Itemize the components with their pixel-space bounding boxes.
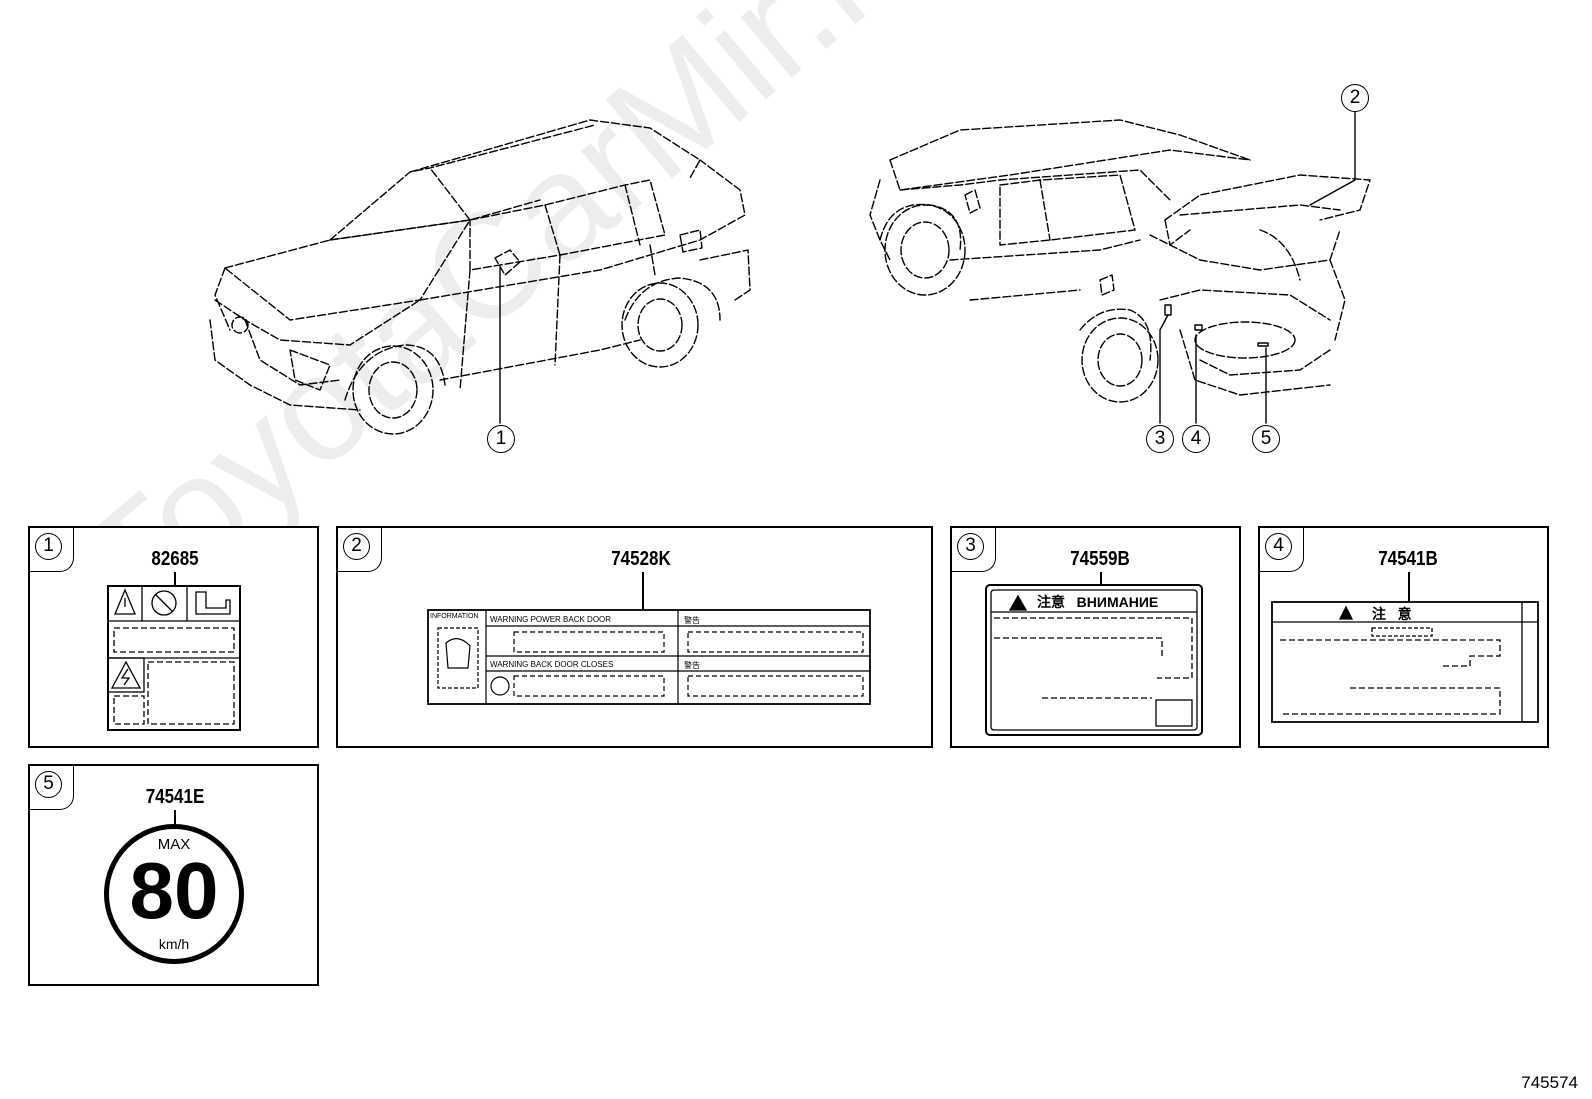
- label3-header: 注意 ВНИМАНИЕ: [1037, 594, 1159, 610]
- panel-2: 2 74528K INFORMATION WARNING POWER BACK …: [336, 526, 933, 748]
- label2-kanji2: 警告: [684, 661, 700, 670]
- callout-2: 2: [1341, 84, 1369, 112]
- panel-5: 5 74541E MAX 80 km/h: [28, 764, 319, 986]
- panel-3: 3 74559B 注意 ВНИМАНИЕ: [950, 526, 1241, 748]
- part-number: 74559B: [1070, 548, 1130, 570]
- speed-value: 80: [129, 846, 219, 935]
- panel-tab: 5: [28, 764, 74, 810]
- speed-label-circle: [104, 824, 244, 964]
- label2-info: INFORMATION: [430, 613, 479, 620]
- callout-4: 4: [1182, 425, 1210, 453]
- panel-tab: 3: [950, 526, 996, 572]
- panel-1: 1 82685: [28, 526, 319, 748]
- speed-max: MAX: [157, 836, 191, 853]
- label2-kanji1: 警告: [684, 616, 700, 625]
- label-82685-drawing: [107, 585, 241, 731]
- panel-index: 4: [1265, 533, 1292, 560]
- callout-5: 5: [1252, 425, 1280, 453]
- suv-rear-view: [869, 119, 1371, 403]
- label-74559B-drawing: [985, 584, 1203, 736]
- label4-header: 注 意: [1372, 606, 1412, 622]
- panel-tab: 2: [336, 526, 382, 572]
- callout-1: 1: [487, 425, 515, 453]
- diagram-id: 745574: [1521, 1073, 1578, 1092]
- panel-tab: 1: [28, 526, 74, 572]
- part-number: 74528K: [611, 548, 671, 570]
- label2-row2: WARNING BACK DOOR CLOSES: [490, 660, 614, 669]
- callout-3: 3: [1146, 425, 1174, 453]
- part-number: 74541E: [145, 786, 205, 808]
- panel-tab: 4: [1258, 526, 1304, 572]
- panel-4: 4 74541B 注 意: [1258, 526, 1549, 748]
- label-74541B-drawing: [1271, 601, 1539, 723]
- label-74528K-drawing: [427, 609, 871, 705]
- panel-index: 1: [35, 533, 62, 560]
- panel-index: 3: [957, 533, 984, 560]
- panel-index: 5: [35, 771, 62, 798]
- part-number: 74541B: [1378, 548, 1438, 570]
- label2-row1: WARNING POWER BACK DOOR: [490, 615, 612, 624]
- suv-front-view: [209, 119, 751, 435]
- speed-unit: km/h: [158, 936, 190, 952]
- part-number: 82685: [151, 548, 199, 570]
- panel-index: 2: [343, 533, 370, 560]
